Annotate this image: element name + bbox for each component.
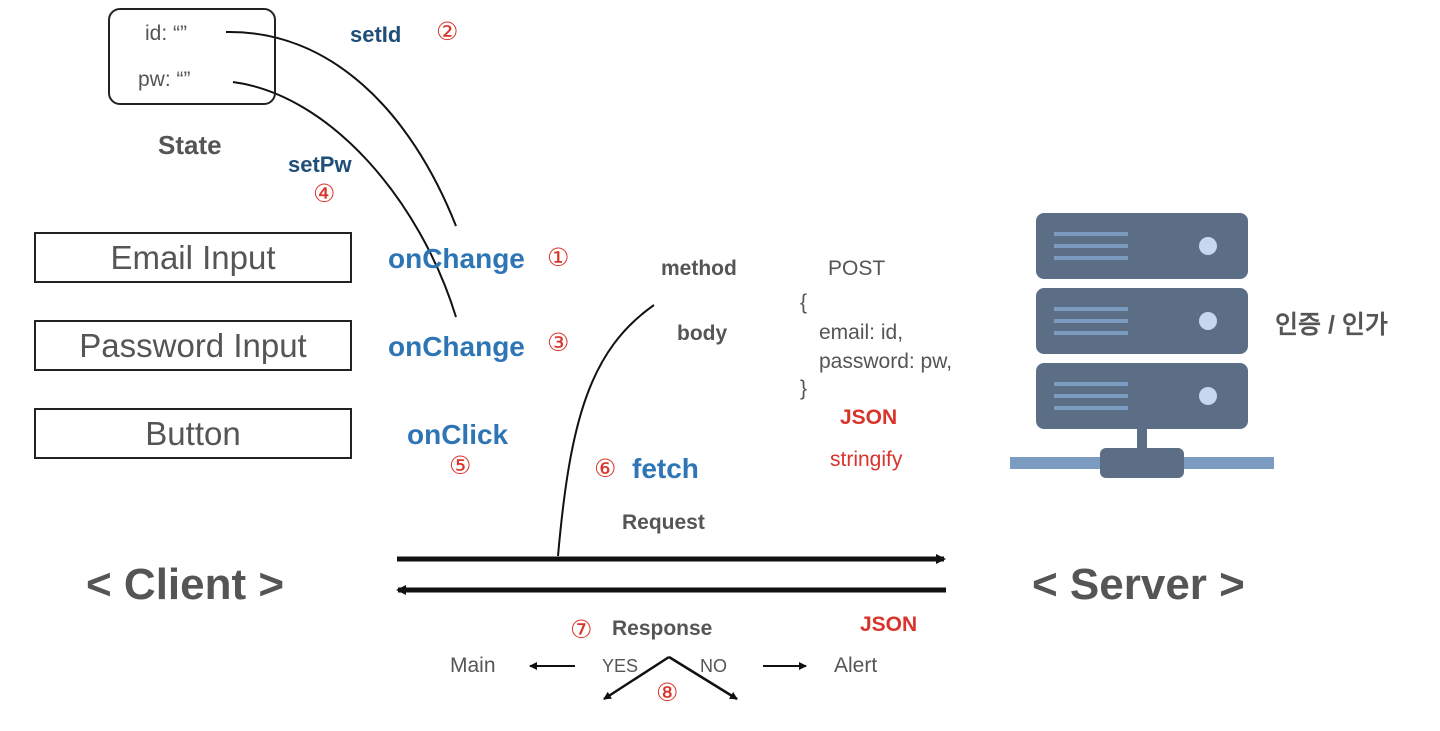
method-value: POST	[828, 257, 886, 280]
step-7-marker: ⑦	[570, 615, 593, 644]
step-6-marker: ⑥	[594, 454, 617, 483]
stringify-label: stringify	[830, 448, 903, 471]
method-key: method	[661, 257, 737, 280]
state-id-field: id: “”	[145, 22, 187, 45]
step-5-marker: ⑤	[449, 451, 472, 480]
step-8-marker: ⑧	[656, 678, 679, 707]
request-label: Request	[622, 511, 705, 534]
request-json-label: JSON	[840, 406, 898, 429]
body-email-line: email: id,	[819, 321, 904, 344]
setpw-connector	[232, 81, 457, 318]
no-branch	[668, 655, 738, 701]
main-target-label: Main	[450, 654, 496, 677]
email-input-box: Email Input	[34, 232, 352, 283]
body-open-brace: {	[800, 291, 808, 314]
state-pw-field: pw: “”	[138, 68, 191, 91]
email-onchange-label: onChange	[388, 243, 525, 274]
setid-connector	[225, 30, 457, 227]
button-label: Button	[145, 414, 241, 452]
password-input-label: Password Input	[79, 326, 307, 364]
step-2-marker: ②	[436, 17, 459, 46]
auth-label: 인증 / 인가	[1275, 311, 1388, 339]
server-icon	[1010, 213, 1274, 478]
onclick-label: onClick	[407, 419, 509, 450]
setpw-label: setPw	[288, 152, 352, 177]
server-label: < Server >	[1032, 560, 1245, 609]
body-close-brace: }	[800, 377, 808, 400]
button-box: Button	[34, 408, 352, 459]
fetch-label: fetch	[632, 453, 699, 484]
setid-label: setId	[350, 22, 402, 47]
step-3-marker: ③	[547, 328, 570, 357]
body-key: body	[677, 322, 728, 345]
state-box	[108, 8, 276, 105]
alert-target-label: Alert	[834, 654, 878, 677]
step-4-marker: ④	[313, 179, 336, 208]
response-label: Response	[612, 617, 713, 640]
client-label: < Client >	[86, 560, 285, 609]
step-1-marker: ①	[547, 243, 570, 272]
yes-branch	[603, 655, 670, 701]
body-password-line: password: pw,	[819, 350, 953, 373]
fetch-connector	[557, 304, 655, 557]
yes-label: YES	[602, 656, 639, 676]
response-json-label: JSON	[860, 613, 918, 636]
password-onchange-label: onChange	[388, 331, 525, 362]
password-input-box: Password Input	[34, 320, 352, 371]
email-input-label: Email Input	[110, 238, 276, 276]
state-label: State	[158, 130, 222, 160]
no-label: NO	[700, 656, 727, 676]
